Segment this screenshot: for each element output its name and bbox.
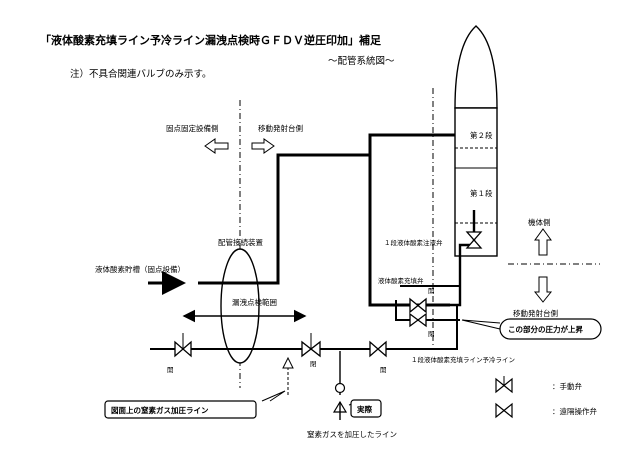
drawing-gn2-line <box>282 356 294 395</box>
lox-storage-label: 液体酸素貯槽（固点設備） <box>95 264 185 274</box>
valve-top-state: 開 <box>428 287 435 295</box>
stage1-label: 第１段 <box>470 188 493 198</box>
rocket-outline <box>454 25 498 257</box>
umbilical-ellipse <box>220 248 260 364</box>
legend-remote-valve-symbol <box>495 402 513 419</box>
valve-left-state: 開 <box>167 366 174 374</box>
diagram-subtitle: 〜配管系統図〜 <box>328 55 395 67</box>
stage2-label: 第２段 <box>470 130 493 140</box>
valve-mid-state: 閉 <box>310 360 317 368</box>
valve-right-manual <box>369 340 387 358</box>
valve-bottom-state: 閉 <box>428 330 435 338</box>
umbilical-disconnect-label: 配管接続装置 <box>218 237 263 247</box>
drawing-gn2-callout <box>104 390 286 419</box>
down-hollow-arrow <box>533 276 553 303</box>
fixed-facility-side-label: 固点固定設備側 <box>166 123 219 133</box>
legend-manual-valve-text: ：手動弁 <box>552 381 582 391</box>
legend-manual-valve-symbol <box>495 376 513 394</box>
stage1-fill-valve-label: １段液体酸素注液弁 <box>384 238 443 247</box>
pressure-callout-text: この部分の圧力が上昇 <box>508 324 583 334</box>
right-hollow-arrow <box>251 138 275 154</box>
valve-mid-remote <box>301 340 321 358</box>
valve-right-state: 開 <box>380 366 387 374</box>
pressure-callout <box>461 318 602 340</box>
leak-check-range-label: 漏洩点検範囲 <box>232 297 277 307</box>
chilldown-line-label: １段液体酸素充填ライン予冷ライン <box>411 355 515 364</box>
valve-top-remote <box>409 297 427 314</box>
diagram-note: 注）不具合関連バルブのみ示す。 <box>70 68 212 80</box>
up-hollow-arrow <box>534 228 552 256</box>
valve-bottom-remote <box>409 312 427 328</box>
legend-remote-valve-text: ：遠隔操作弁 <box>552 406 597 416</box>
actual-callout <box>348 399 382 418</box>
actual-gn2-line <box>332 351 348 420</box>
actual-callout-text: 実際 <box>357 404 372 414</box>
valve-stage1-fill <box>465 231 483 249</box>
mobile-launcher-side-bottom-label: 移動発射台側 <box>513 308 558 318</box>
mobile-launcher-side-top-label: 移動発射台側 <box>258 123 303 133</box>
lox-fill-drain-label: 液体酸素充填弁 <box>378 276 424 285</box>
valve-left-manual <box>174 340 192 358</box>
drawing-gn2-callout-text: 図面上の窒素ガス加圧ライン <box>111 405 209 415</box>
umbilical-side-label: 機体側 <box>528 217 551 227</box>
gn2-pressurized-line-label: 窒素ガスを加圧したライン <box>307 429 397 439</box>
left-hollow-arrow <box>204 138 229 154</box>
diagram-title: 「液体酸素充填ライン予冷ライン漏洩点検時ＧＦＤＶ逆圧印加」補足 <box>40 33 382 47</box>
